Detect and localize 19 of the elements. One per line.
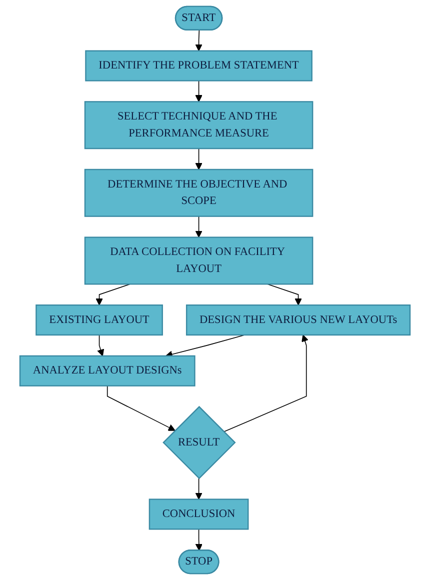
- arrow: [195, 80, 202, 102]
- node-diamond: [162, 406, 236, 480]
- arrow: [195, 528, 202, 551]
- arrow: [195, 478, 202, 500]
- arrow: [267, 284, 302, 306]
- arrow: [195, 148, 202, 170]
- arrow: [195, 216, 202, 238]
- node-box: [148, 498, 249, 530]
- node-box: [85, 50, 312, 82]
- arrow: [106, 385, 176, 431]
- node-box: [84, 101, 314, 150]
- node-box: [19, 355, 196, 386]
- arrow: [96, 284, 130, 306]
- node-box: [84, 168, 314, 217]
- node-box: [36, 304, 163, 336]
- arrow: [97, 334, 104, 356]
- node-box: [84, 236, 314, 285]
- arrow: [195, 30, 202, 52]
- arrow: [223, 334, 308, 432]
